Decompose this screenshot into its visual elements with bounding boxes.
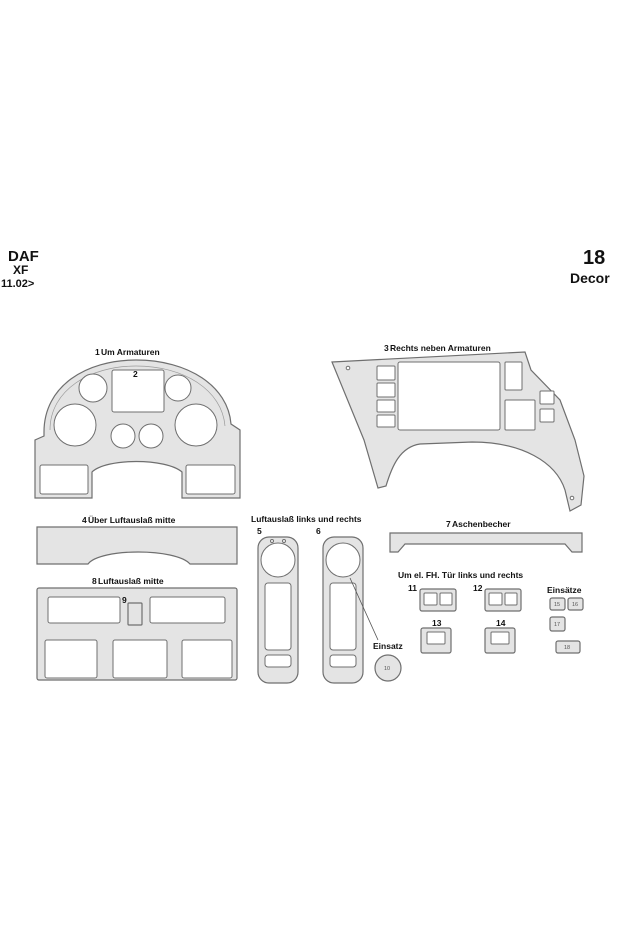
part-12-number: 12 — [473, 583, 483, 593]
part-8-label: Luftauslaß mitte — [98, 576, 164, 586]
part-9-number: 9 — [122, 595, 127, 605]
part-1-number: 1 — [95, 347, 100, 357]
part-5-vent-left — [257, 536, 299, 684]
part-2-number: 2 — [133, 369, 138, 379]
part-6-vent-right — [322, 536, 364, 684]
part-7-number: 7 — [446, 519, 451, 529]
part-13-trim — [420, 627, 452, 654]
part-8-number: 8 — [92, 576, 97, 586]
part-10-number: 10 — [384, 666, 390, 672]
part-17-insert — [549, 616, 566, 632]
part-5-6-label: Luftauslaß links und rechts — [251, 514, 362, 524]
part-5-number: 5 — [257, 526, 262, 536]
part-16-insert — [567, 597, 584, 611]
part-11-trim — [419, 588, 457, 612]
part-15-number: 15 — [554, 602, 560, 608]
part-4-label: Über Luftauslaß mitte — [88, 515, 176, 525]
vehicle-date: 11.02> — [1, 278, 34, 290]
part-14-number: 14 — [496, 618, 506, 628]
vehicle-model: XF — [13, 263, 28, 277]
part-1-instrument-surround — [34, 359, 241, 499]
part-13-number: 13 — [432, 618, 442, 628]
part-6-number: 6 — [316, 526, 321, 536]
part-4-above-central-vent — [36, 526, 238, 565]
insert-leader-line — [349, 577, 379, 641]
part-7-ashtray — [389, 532, 583, 553]
part-11-number: 11 — [408, 583, 417, 593]
part-7-label: Aschenbecher — [452, 519, 511, 529]
piece-count: 18 — [583, 247, 605, 269]
part-14-trim — [484, 627, 516, 654]
part-15-insert — [549, 597, 566, 611]
part-3-number: 3 — [384, 343, 389, 353]
part-10-label: Einsatz — [373, 641, 403, 651]
part-18-insert — [555, 640, 581, 654]
part-3-label: Rechts neben Armaturen — [390, 343, 491, 353]
part-8-central-vent — [36, 587, 238, 681]
part-3-right-panel — [331, 351, 585, 512]
part-10-insert — [374, 654, 402, 682]
vehicle-make: DAF — [8, 248, 39, 265]
set-label: Decor — [570, 270, 610, 286]
door-trim-label: Um el. FH. Tür links und rechts — [398, 570, 523, 580]
part-9-piece — [127, 602, 143, 626]
part-1-label: Um Armaturen — [101, 347, 160, 357]
part-18-number: 18 — [564, 645, 570, 651]
part-16-number: 16 — [572, 602, 578, 608]
inserts-label: Einsätze — [547, 585, 582, 595]
part-12-trim — [484, 588, 522, 612]
part-4-number: 4 — [82, 515, 87, 525]
part-17-number: 17 — [554, 622, 560, 628]
